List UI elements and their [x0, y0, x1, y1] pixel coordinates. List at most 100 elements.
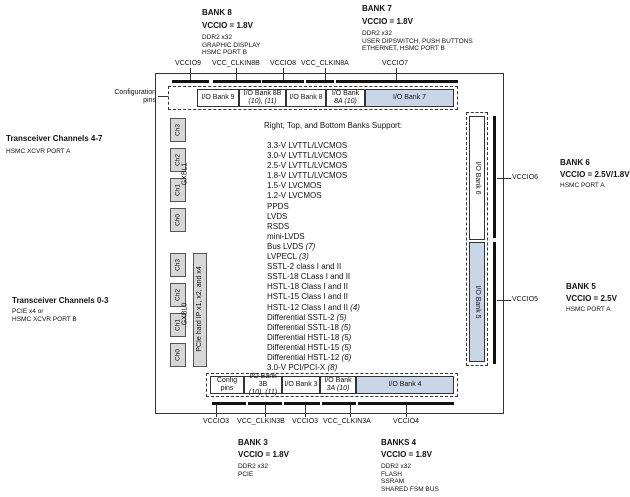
transceiver-4-7-port: HSMC XCVR PORT A: [6, 148, 71, 155]
ch0-upper: Ch0: [170, 208, 186, 232]
bank4-desc-1: DDR2 x32: [381, 463, 411, 470]
ch2-upper: Ch2: [170, 148, 186, 172]
chip-outline: [155, 73, 504, 414]
io-standard-item: LVPECL (3): [267, 252, 309, 262]
io-standard-item: 3.3-V LVTTL/LVCMOS: [267, 141, 348, 150]
io-bank-8: I/O Bank 8: [286, 89, 326, 107]
bank6-vccio: VCCIO = 2.5V/1.8V: [560, 170, 630, 179]
bank7-desc-2: USER DIPSWITCH, PUSH BUTTONS: [362, 37, 473, 45]
io-standard-item: PPDS: [267, 201, 289, 211]
pin-vcc-clkin3a: VCC_CLKIN3A: [323, 418, 371, 425]
io-bank-5: [469, 242, 485, 362]
bank8-info: BANK 8 VCCIO = 1.8V DDR2 x32 GRAPHIC DIS…: [202, 8, 260, 57]
bank4-info: BANKS 4 VCCIO = 1.8V DDR2 x32 FLASH SSRA…: [381, 438, 439, 493]
configuration-pins-label: Configuration pins: [114, 89, 156, 104]
bank7-desc-3: ETHERNET, HSMC PORT B: [362, 45, 445, 52]
io-standard-item: Differential SSTL-18 (5): [267, 322, 351, 332]
io-standard-item: 3.0-V LVTTL/LVCMOS: [267, 151, 348, 161]
bank4-desc-4: SHARED FSM BUS: [381, 485, 439, 493]
support-title: Right, Top, and Bottom Banks Support:: [264, 121, 403, 130]
io-standard-item: Differential HSTL-12 (6): [267, 352, 352, 362]
pin-vccio5: VCCIO5: [512, 296, 539, 303]
bank7-vccio: VCCIO = 1.8V: [362, 17, 413, 26]
bank5-title: BANK 5: [566, 282, 596, 291]
pcie-hard-ip-label: PCIe hard IP x1, x2, and x4: [196, 266, 203, 352]
bank4-desc-3: SSRAM: [381, 478, 405, 485]
ch2-lower: Ch2: [170, 283, 186, 307]
ch1-upper: Ch1: [170, 178, 186, 202]
io-standard-item: 2.5-V LVTTL/LVCMOS: [267, 161, 348, 171]
io-bank-5-label: I/O Bank 5: [474, 285, 481, 319]
transceiver-channels-0-3: Transceiver Channels 0-3: [12, 296, 109, 305]
bank4-desc-2: FLASH: [381, 470, 402, 478]
bank8-desc-1: DDR2 x32: [202, 34, 232, 41]
io-bank-7: I/O Bank 7: [365, 89, 454, 107]
io-standard-item: SSTL-18 CLass I and II: [267, 272, 351, 282]
pin-vcc-clkin8a: VCC_CLKIN8A: [301, 60, 349, 67]
io-bank-6-label: I/O Bank 6: [474, 161, 481, 195]
bank3-info: BANK 3 VCCIO = 1.8V DDR2 x32 PCIE: [238, 438, 289, 478]
pin-vcc-clkin8b: VCC_CLKIN8B: [212, 60, 260, 67]
io-bank-4: I/O Bank 4: [356, 376, 454, 394]
io-bank-6: [469, 116, 485, 240]
io-standard-item: RSDS: [267, 221, 290, 231]
io-standard-item: SSTL-2 class I and II: [267, 262, 342, 272]
bank5-port: HSMC PORT A: [566, 306, 611, 313]
io-standard-item: Differential HSTL-18 (5): [267, 332, 352, 342]
bank8-desc-2: GRAPHIC DISPLAY: [202, 41, 261, 49]
bank6-title: BANK 6: [560, 158, 590, 167]
io-standard-item: Differential HSTL-15 (5): [267, 342, 352, 352]
pin-vccio7: VCCIO7: [382, 60, 409, 67]
bank3-desc-1: DDR2 x32: [238, 463, 268, 470]
bank8-vccio: VCCIO = 1.8V: [202, 21, 253, 30]
transceiver-0-3-desc-2: HSMC XCVR PORT B: [12, 316, 77, 323]
bank6-port: HSMC PORT A: [560, 182, 605, 189]
bank8-title: BANK 8: [202, 8, 232, 17]
bank3-desc-2: PCIE: [238, 470, 254, 478]
io-standard-item: 3.0-V PCI/PCI-X (8): [267, 363, 338, 373]
pin-vcc-clkin3b: VCC_CLKIN3B: [237, 418, 285, 425]
bank3-vccio: VCCIO = 1.8V: [238, 450, 289, 459]
bank5-info: BANK 5 VCCIO = 2.5V HSMC PORT A: [566, 282, 617, 314]
bank8-desc-3: HSMC PORT B: [202, 49, 247, 56]
io-bank-3b: I/O Bank 3B(10), (11): [244, 373, 282, 396]
gxbl1-label: GXBL1: [181, 162, 189, 186]
pin-vccio3-a: VCCIO3: [203, 418, 230, 425]
ch3-lower: Ch3: [170, 253, 186, 277]
io-standard-item: LVDS: [267, 211, 288, 221]
bank3-title: BANK 3: [238, 438, 268, 447]
io-bank-9: I/O Bank 9: [197, 89, 239, 107]
io-standard-item: 1.5-V LVCMOS: [267, 181, 322, 191]
io-standard-item: 1.2-V LVCMOS: [267, 191, 322, 201]
io-bank-3: I/O Bank 3: [282, 376, 320, 394]
io-standard-item: Bus LVDS (7): [267, 241, 316, 251]
io-standard-item: HSTL-18 Class I and II: [267, 282, 348, 292]
io-standard-item: 1.8-V LVTTL/LVCMOS: [267, 171, 348, 181]
io-standard-item: HSTL-12 Class I and II (4): [267, 302, 360, 312]
bank6-info: BANK 6 VCCIO = 2.5V/1.8V HSMC PORT A: [560, 158, 630, 190]
bank7-info: BANK 7 VCCIO = 1.8V DDR2 x32 USER DIPSWI…: [362, 4, 473, 53]
bank7-desc-1: DDR2 x32: [362, 30, 392, 37]
pin-vccio6: VCCIO6: [512, 174, 539, 181]
pin-vccio8: VCCIO8: [270, 60, 297, 67]
bank4-vccio: VCCIO = 1.8V: [381, 450, 432, 459]
right-bank-column: [466, 112, 488, 366]
io-standard-item: HSTL-15 Class I and II: [267, 292, 348, 302]
pcie-hard-ip-block: [193, 253, 207, 367]
pin-vccio9: VCCIO9: [175, 60, 202, 67]
ch1-lower: Ch1: [170, 313, 186, 337]
io-standard-item: mini-LVDS: [267, 231, 305, 241]
bank4-title: BANKS 4: [381, 438, 417, 447]
ch3-upper: Ch3: [170, 118, 186, 142]
bottom-bank-row: [206, 373, 458, 397]
gxbl0-label: GXBL0: [181, 302, 189, 326]
pin-vccio4: VCCIO4: [393, 418, 420, 425]
ch0-lower: Ch0: [170, 343, 186, 367]
pin-vccio3-b: VCCIO3: [292, 418, 319, 425]
transceiver-0-3-desc-1: PCIE x4 or: [12, 308, 44, 315]
transceiver-channels-4-7: Transceiver Channels 4-7: [6, 134, 103, 143]
